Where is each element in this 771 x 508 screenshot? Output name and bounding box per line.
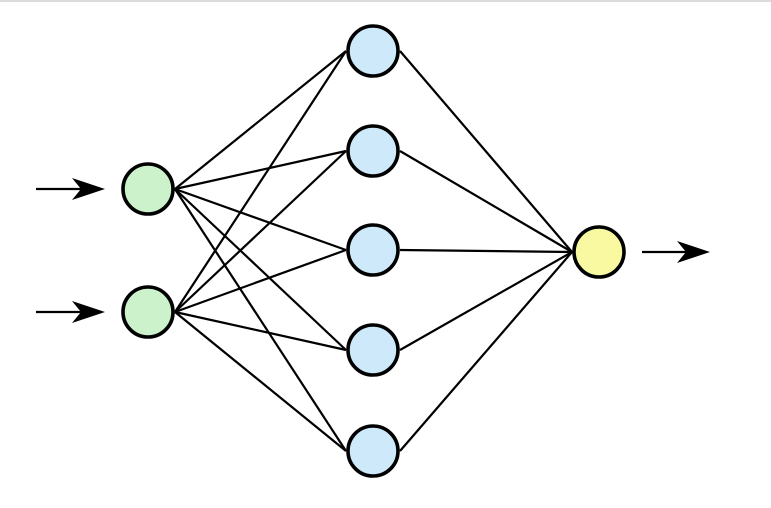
edge-i2-h1	[174, 50, 347, 313]
edge-h2-o1	[399, 150, 573, 253]
edge-i1-h2	[174, 149, 347, 191]
edge-i1-h1	[174, 50, 347, 190]
input-arrow-1-head	[72, 178, 105, 200]
edge-h4-o1	[399, 251, 573, 351]
edge-i2-h2	[174, 150, 347, 313]
edge-i2-h5	[174, 311, 347, 452]
edge-h5-o1	[399, 251, 573, 452]
edge-i1-h3	[174, 187, 347, 252]
input-arrow-2-head	[72, 301, 105, 323]
edge-i1-h4	[174, 188, 347, 351]
hidden-node-h5	[346, 424, 400, 478]
hidden-node-h2	[346, 124, 400, 178]
edge-h3-o1	[399, 248, 573, 254]
edge-h1-o1	[399, 50, 573, 253]
edge-i2-h4	[174, 310, 347, 352]
edge-i1-h5	[174, 188, 347, 452]
window-top-border	[0, 0, 771, 2]
output-node-o1	[572, 225, 626, 279]
output-arrow-head	[677, 241, 710, 263]
input-node-i2	[121, 285, 175, 339]
input-node-i1	[121, 162, 175, 216]
edge-i2-h3	[174, 248, 347, 314]
hidden-node-h4	[346, 323, 400, 377]
hidden-node-h1	[346, 24, 400, 78]
hidden-node-h3	[346, 223, 400, 277]
